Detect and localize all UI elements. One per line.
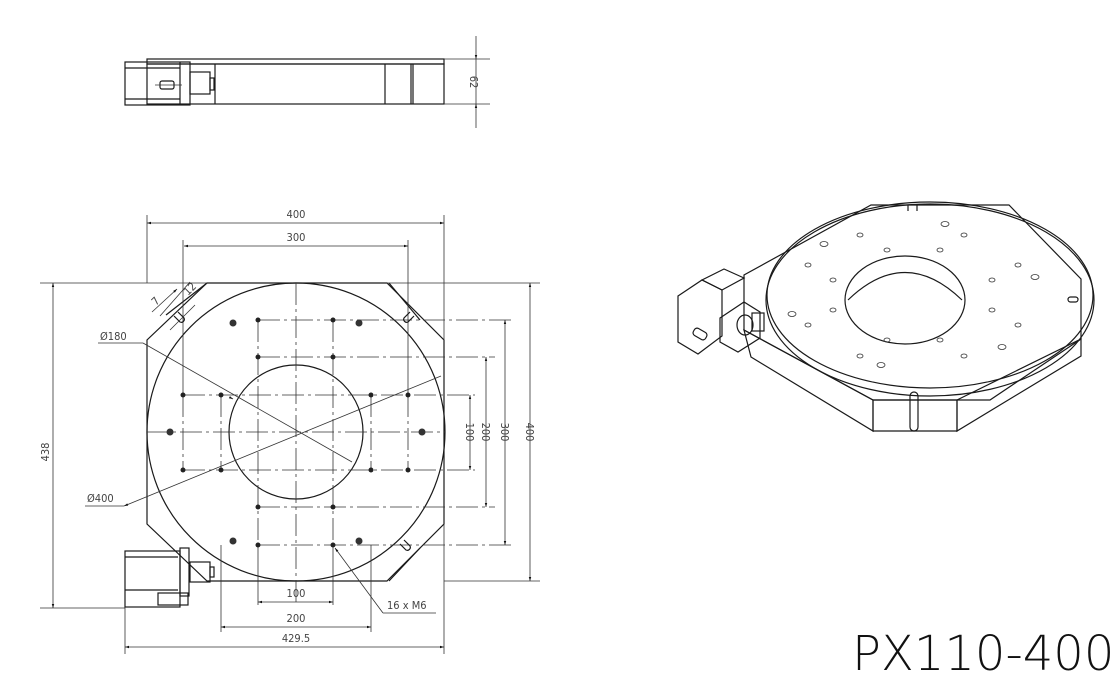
- motor-top-view: [124, 547, 215, 608]
- mounting-holes: [166, 319, 426, 545]
- iso-holes: [787, 221, 1040, 368]
- right-200-label: 200: [479, 423, 492, 442]
- iso-motor: [677, 268, 765, 355]
- bottom-200-label: 200: [287, 612, 306, 625]
- width-400-label: 400: [287, 208, 306, 221]
- width-300-label: 300: [287, 231, 306, 244]
- right-300-label: 300: [498, 423, 511, 442]
- height-438-label: 438: [39, 443, 52, 462]
- right-400-label: 400: [523, 423, 536, 442]
- table-dia-label: Ø400: [87, 492, 114, 505]
- slot-width-label: 7: [149, 294, 163, 308]
- model-number-label: PX110-400: [852, 626, 1115, 682]
- bottom-100-label: 100: [287, 587, 306, 600]
- bore-dia-label: Ø180: [100, 330, 127, 343]
- thread-callout-label: 16 x M6: [387, 599, 427, 612]
- right-100-label: 100: [463, 423, 476, 442]
- iso-view: [677, 201, 1095, 433]
- side-height-label: 62: [467, 76, 480, 89]
- side-view: 62: [124, 36, 490, 128]
- m6-holes: [180, 317, 411, 548]
- top-view: Ø180 Ø400 7 12 400 300 438 400 300 200 1…: [39, 208, 540, 654]
- overall-width-label: 429.5: [282, 632, 310, 645]
